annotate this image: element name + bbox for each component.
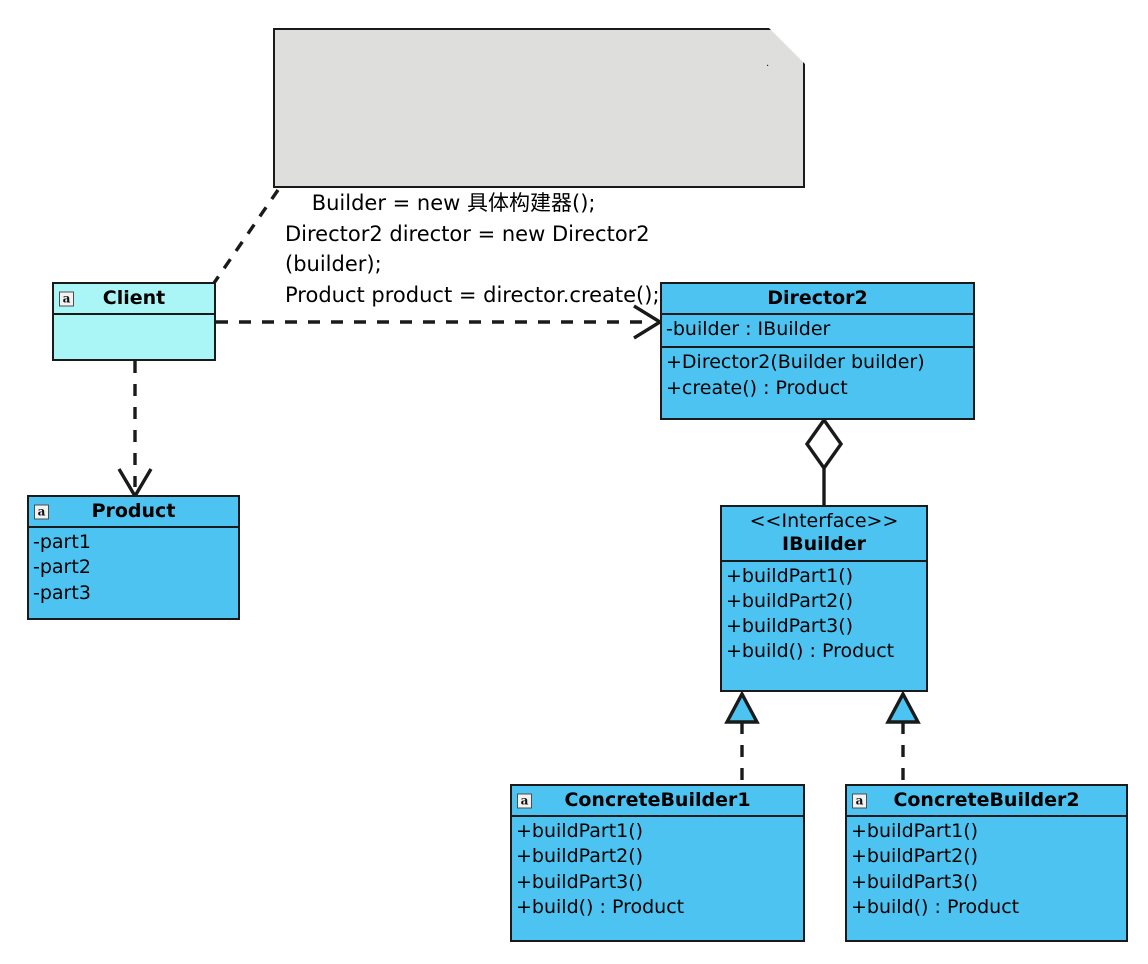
- class-name-ibuilder: IBuilder: [782, 532, 866, 555]
- attribute-row: -part3: [33, 581, 91, 604]
- class-box-concretebuilder1[interactable]: a ConcreteBuilder1 +buildPart1() +buildP…: [510, 784, 805, 942]
- operation-row: +buildPart2(): [851, 845, 979, 868]
- class-name-client: Client: [102, 287, 166, 309]
- operation-row: +buildPart1(): [726, 564, 854, 587]
- class-title-product: a Product: [29, 497, 238, 529]
- class-marker-a-icon: a: [852, 793, 867, 809]
- class-attributes-director2: -builder : IBuilder: [662, 315, 973, 349]
- class-name-concretebuilder1: ConcreteBuilder1: [564, 789, 751, 811]
- operation-row: +buildPart2(): [726, 589, 854, 612]
- class-marker-a-icon: a: [517, 793, 532, 809]
- operation-row: +Director2(Builder builder): [666, 351, 925, 374]
- operation-row: +create() : Product: [666, 376, 848, 399]
- class-box-product[interactable]: a Product -part1 -part2 -part3: [27, 495, 240, 620]
- class-box-director2[interactable]: Director2 -builder : IBuilder +Director2…: [660, 282, 975, 420]
- class-title-concretebuilder1: a ConcreteBuilder1: [512, 786, 803, 818]
- hollow-triangle-icon-cb1: [724, 690, 760, 724]
- operation-row: +buildPart1(): [516, 820, 644, 843]
- class-title-concretebuilder2: a ConcreteBuilder2: [847, 786, 1126, 818]
- class-name-concretebuilder2: ConcreteBuilder2: [893, 789, 1080, 811]
- class-box-concretebuilder2[interactable]: a ConcreteBuilder2 +buildPart1() +buildP…: [845, 784, 1128, 942]
- attribute-row: -part1: [33, 531, 91, 554]
- class-marker-a-icon: a: [59, 291, 74, 307]
- class-marker-a-icon: a: [34, 504, 49, 520]
- class-operations-concretebuilder1: +buildPart1() +buildPart2() +buildPart3(…: [512, 817, 803, 940]
- operation-row: +build() : Product: [851, 895, 1020, 918]
- stereotype-label: <<Interface>>: [749, 510, 899, 532]
- comment-note: Builder = new 具体构建器(); Director2 directo…: [273, 28, 805, 307]
- class-operations-ibuilder: +buildPart1() +buildPart2() +buildPart3(…: [722, 562, 926, 690]
- note-text: Builder = new 具体构建器(); Director2 directo…: [285, 191, 660, 307]
- operation-row: +buildPart2(): [516, 845, 644, 868]
- class-attributes-client: [54, 315, 214, 359]
- class-name-director2: Director2: [767, 287, 868, 309]
- operation-row: +buildPart3(): [851, 870, 979, 893]
- arrowhead-open-product: [117, 468, 153, 500]
- class-operations-concretebuilder2: +buildPart1() +buildPart2() +buildPart3(…: [847, 817, 1126, 940]
- operation-row: +build() : Product: [726, 639, 895, 662]
- class-attributes-product: -part1 -part2 -part3: [29, 528, 238, 618]
- attribute-row: -part2: [33, 556, 91, 579]
- operation-row: +buildPart1(): [851, 820, 979, 843]
- class-title-client: a Client: [54, 284, 214, 316]
- hollow-triangle-icon-cb2: [885, 690, 921, 724]
- hollow-diamond-icon: [804, 417, 844, 471]
- class-box-ibuilder[interactable]: <<Interface>> IBuilder +buildPart1() +bu…: [720, 505, 928, 692]
- class-title-ibuilder: <<Interface>> IBuilder: [722, 507, 926, 562]
- operation-row: +build() : Product: [516, 895, 685, 918]
- class-box-client[interactable]: a Client: [52, 282, 216, 361]
- class-operations-director2: +Director2(Builder builder) +create() : …: [662, 348, 973, 418]
- note-fold-icon: [285, 28, 805, 185]
- attribute-row: -builder : IBuilder: [666, 318, 831, 341]
- edge-note-anchor: [212, 189, 280, 284]
- class-name-product: Product: [91, 500, 176, 522]
- arrowhead-open-director2: [633, 304, 664, 340]
- operation-row: +buildPart3(): [516, 870, 644, 893]
- operation-row: +buildPart3(): [726, 614, 854, 637]
- class-title-director2: Director2: [662, 284, 973, 316]
